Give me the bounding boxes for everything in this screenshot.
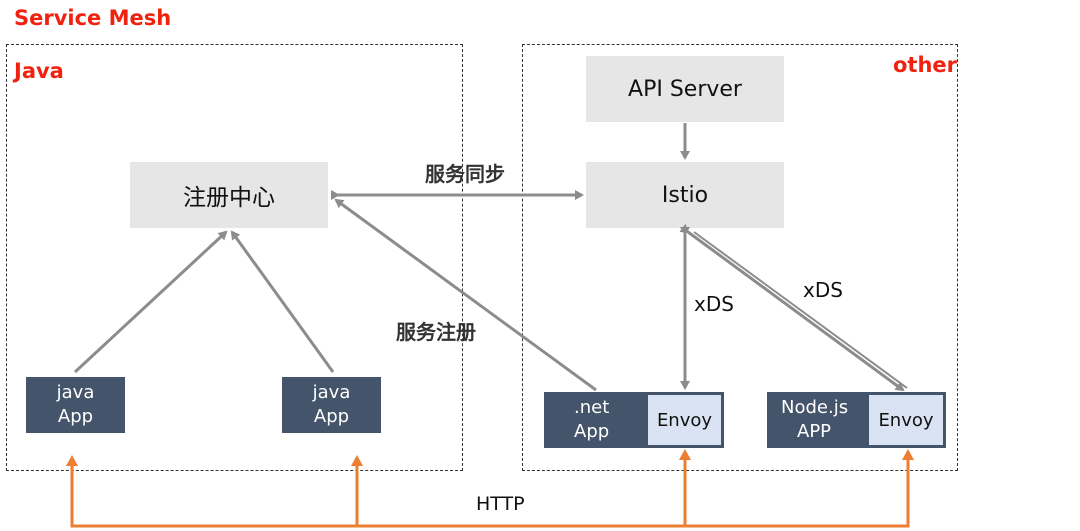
- registry-node: 注册中心: [130, 162, 328, 228]
- service-register-label: 服务注册: [396, 320, 476, 344]
- edge-java-app-1-to-registry: [73, 230, 228, 374]
- java-app-1-line2: App: [57, 406, 94, 427]
- java-region-label: Java: [14, 59, 64, 83]
- service-sync-label: 服务同步: [425, 162, 505, 186]
- java-region: [6, 44, 463, 471]
- other-region-label: other: [893, 53, 958, 77]
- java-app-2-node: java App: [282, 377, 381, 433]
- edge-http-bus: [70, 454, 910, 528]
- java-app-2-line1: java: [312, 382, 351, 403]
- node-app-line1: Node.js: [781, 397, 849, 418]
- istio-node: Istio: [586, 162, 784, 228]
- http-label: HTTP: [476, 493, 525, 515]
- edge-java-app-2-to-registry: [230, 230, 335, 373]
- xds-label-2: xDS: [803, 278, 843, 302]
- net-app-line1: .net: [574, 397, 610, 418]
- diagram-title: Service Mesh: [14, 6, 172, 30]
- net-envoy-node: Envoy: [647, 394, 722, 446]
- other-region: [522, 44, 958, 471]
- edge-istio-node-envoy-xds: [679, 223, 905, 392]
- edge-net-app-to-registry: [334, 198, 597, 392]
- api-server-node: API Server: [586, 56, 784, 122]
- xds-label-1: xDS: [694, 292, 734, 316]
- node-app-line2: APP: [797, 421, 832, 442]
- node-envoy-node: Envoy: [868, 394, 944, 446]
- java-app-1-node: java App: [26, 377, 125, 433]
- edge-istio-node-envoy-xds-shadow: [693, 231, 908, 389]
- java-app-1-line1: java: [56, 382, 95, 403]
- java-app-2-line2: App: [313, 406, 350, 427]
- net-app-line2: App: [574, 421, 610, 442]
